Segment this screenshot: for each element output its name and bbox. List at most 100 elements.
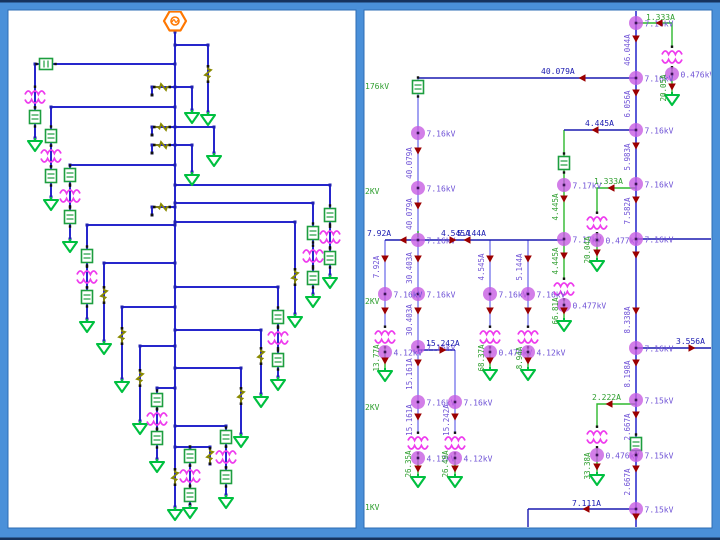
bus-node[interactable] [411,451,425,465]
load-ground-icon[interactable] [376,368,394,383]
switch-icon[interactable] [203,65,213,83]
cable-box-icon[interactable] [323,247,337,269]
bus-node[interactable] [590,448,604,462]
bus-node[interactable] [411,126,425,140]
cable-box-icon[interactable] [35,57,57,71]
load-ground-icon[interactable] [26,138,44,153]
switch-icon[interactable] [153,140,171,150]
bus-node[interactable] [629,448,643,462]
switch-icon[interactable] [205,447,215,465]
load-ground-icon[interactable] [252,394,270,409]
bus-node[interactable] [629,341,643,355]
cable-box-icon[interactable] [629,433,643,455]
bus-node[interactable] [629,232,643,246]
load-ground-icon[interactable] [269,377,287,392]
load-ground-icon[interactable] [199,112,217,127]
bus-node[interactable] [411,340,425,354]
cable-box-icon[interactable] [28,106,42,128]
bus-node[interactable] [590,233,604,247]
cable-box-icon[interactable] [323,204,337,226]
power-source-icon[interactable] [162,11,188,32]
segment-current-label: 5.144A [515,253,524,281]
load-ground-icon[interactable] [217,495,235,510]
load-ground-icon[interactable] [131,421,149,436]
bus-node[interactable] [629,123,643,137]
cable-box-icon[interactable] [271,349,285,371]
junction-dot [190,143,194,147]
bus-node[interactable] [629,16,643,30]
cable-box-icon[interactable] [183,484,197,506]
transformer-icon[interactable] [302,244,324,268]
bus-node[interactable] [411,181,425,195]
load-ground-icon[interactable] [446,474,464,489]
bus-node[interactable] [378,287,392,301]
cable-box-icon[interactable] [306,267,320,289]
cable-box-icon[interactable] [44,165,58,187]
cable-box-icon[interactable] [306,222,320,244]
load-ground-icon[interactable] [42,197,60,212]
load-ground-icon[interactable] [663,92,681,107]
switch-icon[interactable] [99,286,109,304]
load-ground-icon[interactable] [588,258,606,273]
load-ground-icon[interactable] [481,367,499,382]
left-diagram-panel[interactable] [7,9,357,529]
load-ground-icon[interactable] [232,434,250,449]
load-ground-icon[interactable] [78,319,96,334]
bus-node[interactable] [411,233,425,247]
transformer-icon[interactable] [267,326,289,350]
load-ground-icon[interactable] [183,110,201,125]
load-ground-icon[interactable] [304,294,322,309]
cable-box-icon[interactable] [557,152,571,174]
load-ground-icon[interactable] [588,472,606,487]
bus-node[interactable] [629,177,643,191]
bus-node[interactable] [411,287,425,301]
bus-node[interactable] [665,67,679,81]
bus-node[interactable] [629,502,643,516]
cable-box-icon[interactable] [63,206,77,228]
bus-node[interactable] [483,345,497,359]
bus-node[interactable] [629,71,643,85]
bus-node[interactable] [629,393,643,407]
load-ground-icon[interactable] [321,275,339,290]
load-ground-icon[interactable] [205,153,223,168]
switch-icon[interactable] [135,369,145,387]
cable-box-icon[interactable] [411,76,425,98]
load-ground-icon[interactable] [166,507,184,522]
cable-box-icon[interactable] [219,466,233,488]
bus-node[interactable] [557,232,571,246]
load-ground-icon[interactable] [148,459,166,474]
bus-node[interactable] [448,395,462,409]
switch-icon[interactable] [153,122,171,132]
bus-node[interactable] [557,298,571,312]
cable-box-icon[interactable] [80,286,94,308]
load-ground-icon[interactable] [519,367,537,382]
load-ground-icon[interactable] [113,379,131,394]
load-ground-icon[interactable] [286,314,304,329]
load-ground-icon[interactable] [555,318,573,333]
switch-icon[interactable] [256,347,266,365]
switch-icon[interactable] [117,327,127,345]
load-ground-icon[interactable] [95,341,113,356]
bus-node[interactable] [378,345,392,359]
bus-node[interactable] [411,395,425,409]
bus-node[interactable] [521,287,535,301]
bus-node[interactable] [483,287,497,301]
bus-node[interactable] [557,178,571,192]
switch-icon[interactable] [236,387,246,405]
branch-current-label: 15.242A [426,339,460,348]
switch-icon[interactable] [290,268,300,286]
cable-box-icon[interactable] [150,427,164,449]
switch-icon[interactable] [170,468,180,486]
right-diagram-panel[interactable] [363,9,713,529]
cable-box-icon[interactable] [219,426,233,448]
cable-box-icon[interactable] [183,445,197,467]
transformer-icon[interactable] [586,425,608,449]
load-ground-icon[interactable] [181,505,199,520]
switch-icon[interactable] [153,202,171,212]
bus-node[interactable] [521,345,535,359]
switch-icon[interactable] [153,82,171,92]
load-ground-icon[interactable] [409,474,427,489]
load-ground-icon[interactable] [183,172,201,187]
bus-node[interactable] [448,451,462,465]
load-ground-icon[interactable] [61,239,79,254]
